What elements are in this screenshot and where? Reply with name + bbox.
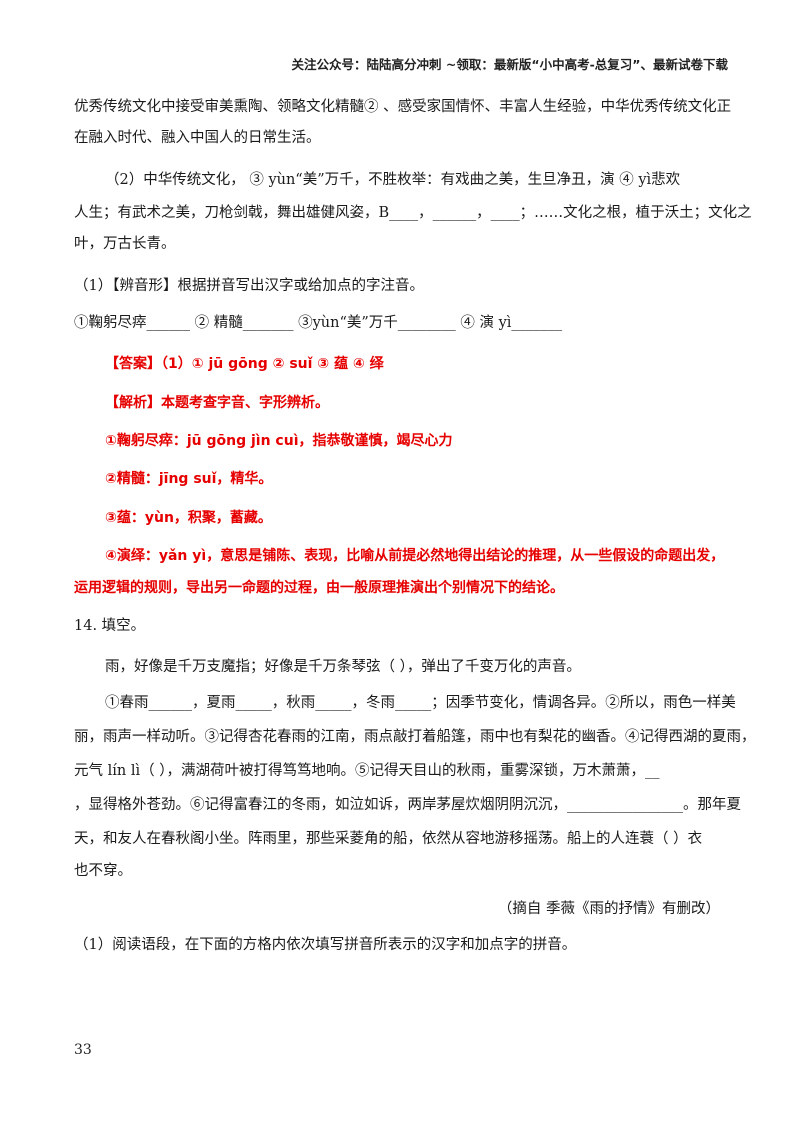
page-number: 33: [74, 1042, 92, 1058]
question-line: ①春雨______，夏雨_____，秋雨_____，冬雨_____；因季节变化，…: [105, 695, 736, 711]
question-title: 14. 填空。: [74, 618, 146, 634]
answer-line: 【解析】本题考查字音、字形辨析。: [105, 395, 329, 411]
passage-line: 优秀传统文化中接受审美熏陶、领略文化精髓② 、感受家国情怀、丰富人生经验，中华优…: [74, 99, 732, 115]
question-line: 天，和友人在春秋阁小坐。阵雨里，那些采菱角的船，依然从容地游移摇荡。船上的人连蓑…: [74, 831, 703, 847]
passage-line: 在融入时代、融入中国人的日常生活。: [74, 130, 321, 146]
answer-line: ④演绎：yǎn yì，意思是铺陈、表现，比喻从前提必然地得出结论的推理，从一些假…: [105, 548, 725, 564]
question-line: ，显得格外苍劲。⑥记得富春江的冬雨，如泣如诉，两岸茅屋炊烟阴阴沉沉，______…: [74, 797, 741, 813]
passage-line: 叶，万古长青。: [74, 236, 176, 252]
question-items: ①鞠躬尽瘁______ ② 精髓_______ ③yùn“美”万千_______…: [74, 315, 563, 331]
sub-question: （1）阅读语段，在下面的方格内依次填写拼音所表示的汉字和加点字的拼音。: [74, 937, 577, 953]
answer-line: ③蕴：yùn，积聚，蓄藏。: [105, 510, 272, 526]
answer-line: 运用逻辑的规则，导出另一命题的过程，由一般原理推演出个别情况下的结论。: [74, 580, 564, 596]
question-line: 元气 lín lì（ ），满湖荷叶被打得笃笃地响。⑤记得天目山的秋雨，重雾深锁，…: [74, 763, 660, 779]
passage-line: （2）中华传统文化， ③ yùn“美”万千，不胜枚举：有戏曲之美，生旦净丑，演 …: [105, 172, 681, 188]
answer-line: 【答案】（1）① jū gōng ② suǐ ③ 蕴 ④ 绎: [105, 356, 384, 372]
question-line: 雨，好像是千万支魔指；好像是千万条琴弦（ ），弹出了千变万化的声音。: [105, 659, 581, 675]
question-line: 丽，雨声一样动听。③记得杏花春雨的江南，雨点敲打着船篷，雨中也有梨花的幽香。④记…: [74, 729, 756, 745]
answer-line: ①鞠躬尽瘁：jū gōng jìn cuì，指恭敬谨慎，竭尽心力: [105, 433, 453, 449]
page-header: 关注公众号：陆陆高分冲刺 ~领取：最新版“小中高考-总复习”、最新试卷下载: [291, 57, 728, 72]
question-prompt: （1）【辨音形】根据拼音写出汉字或给加点的字注音。: [74, 278, 424, 294]
source-citation: （摘自 季薇《雨的抒情》有删改）: [497, 901, 720, 917]
answer-line: ②精髓：jīng suǐ，精华。: [105, 471, 273, 487]
passage-line: 人生；有武术之美，刀枪剑戟，舞出雄健风姿，B____，______，____；……: [74, 205, 752, 221]
question-line: 也不穿。: [74, 863, 132, 879]
